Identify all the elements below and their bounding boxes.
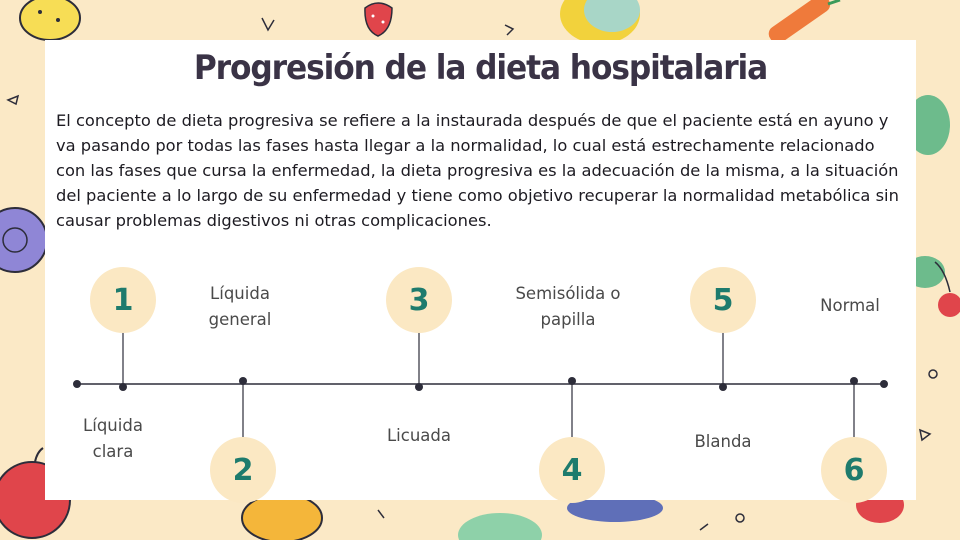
leaf-icon — [906, 95, 950, 155]
pear-icon — [560, 0, 640, 44]
step-number-1: 1 — [90, 267, 156, 333]
step-label-1: Líquida clara — [83, 416, 143, 461]
carrot-icon — [768, 0, 841, 44]
page-title: Progresión de la dieta hospitalaria — [193, 48, 768, 88]
content-card: Progresión de la dieta hospitalaria El c… — [45, 40, 916, 500]
dot-4 — [568, 377, 576, 385]
dot-3 — [415, 383, 423, 391]
step-number-4: 4 — [539, 437, 605, 503]
step-number-5: 5 — [690, 267, 756, 333]
dot-6 — [850, 377, 858, 385]
dot-5 — [719, 383, 727, 391]
step-label-4: Semisólida o papilla — [515, 284, 621, 329]
dot-2 — [239, 377, 247, 385]
intro-paragraph: El concepto de dieta progresiva se refie… — [56, 111, 899, 230]
kiwi-slice-icon — [0, 207, 48, 273]
confetti-icon — [6, 17, 938, 531]
dot-1 — [119, 383, 127, 391]
step-label-6: Normal — [820, 296, 880, 315]
step-label-5: Blanda — [694, 432, 752, 451]
step-label-2: Líquida general — [208, 284, 272, 329]
fig-icon — [567, 494, 663, 522]
step-label-3: Licuada — [386, 426, 451, 445]
step-number-2: 2 — [210, 437, 276, 503]
step-number-3: 3 — [386, 267, 452, 333]
step-number-6: 6 — [821, 437, 887, 503]
timeline-end-dot-left — [73, 380, 81, 388]
melon-icon — [458, 513, 542, 540]
timeline-end-dot-right — [880, 380, 888, 388]
strawberry-icon — [364, 2, 393, 37]
